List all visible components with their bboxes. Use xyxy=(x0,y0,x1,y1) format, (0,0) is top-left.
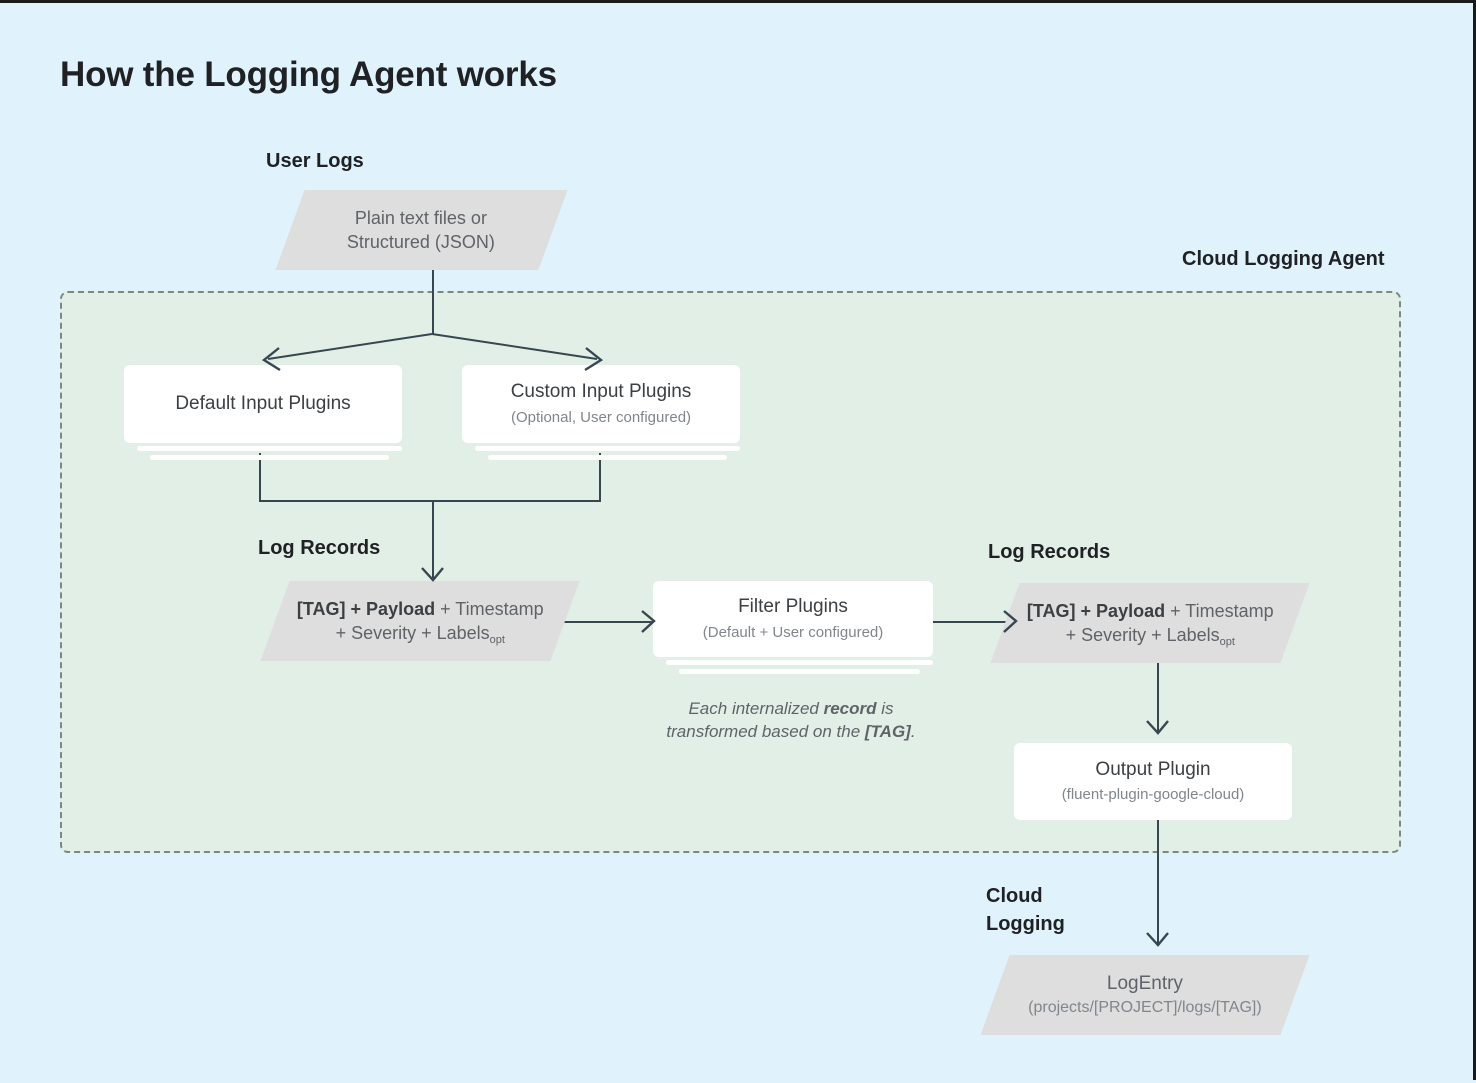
node-log-record-right[interactable]: [TAG] + Payload + Timestamp + Severity +… xyxy=(990,583,1310,663)
cloud-logging-line-2: Logging xyxy=(986,913,1065,935)
label-user-logs: User Logs xyxy=(266,150,364,172)
connector-record-to-output xyxy=(1157,663,1159,733)
caption-l1-bold: record xyxy=(823,699,877,718)
log-record-left-line-2: + Severity + Labelsopt xyxy=(297,621,544,646)
log-record-right-line2-text: + Severity + Labels xyxy=(1065,625,1220,645)
node-filter-plugins[interactable]: Filter Plugins (Default + User configure… xyxy=(653,581,933,657)
caption-l2b: . xyxy=(910,722,916,742)
connector-inputs-join xyxy=(259,500,601,502)
caption-l1b: is xyxy=(876,699,894,718)
log-record-left-bold: [TAG] + Payload xyxy=(296,598,435,619)
log-record-right-sub: opt xyxy=(1219,636,1235,648)
log-record-right-line-2: + Severity + Labelsopt xyxy=(1027,623,1274,648)
node-log-entry[interactable]: LogEntry (projects/[PROJECT]/logs/[TAG]) xyxy=(980,955,1310,1035)
log-entry-title: LogEntry xyxy=(1106,973,1184,995)
node-default-input-plugins[interactable]: Default Input Plugins xyxy=(124,365,402,443)
node-user-logs-source[interactable]: Plain text files or Structured (JSON) xyxy=(275,190,568,270)
log-entry-subtitle: (projects/[PROJECT]/logs/[TAG]) xyxy=(1028,999,1262,1017)
log-record-left-rest: + Timestamp xyxy=(434,598,544,619)
custom-input-title: Custom Input Plugins xyxy=(510,381,692,403)
output-plugin-subtitle: (fluent-plugin-google-cloud) xyxy=(1061,786,1245,804)
node-log-record-left[interactable]: [TAG] + Payload + Timestamp + Severity +… xyxy=(260,581,580,661)
page-title: How the Logging Agent works xyxy=(60,55,557,94)
filter-plugins-subtitle: (Default + User configured) xyxy=(702,623,884,641)
connector-filter-to-record xyxy=(932,621,1015,623)
connector-custom-down xyxy=(599,453,601,501)
log-record-left-line-1: [TAG] + Payload + Timestamp xyxy=(297,597,544,621)
log-record-left-sub: opt xyxy=(489,634,505,646)
filter-plugins-title: Filter Plugins xyxy=(738,596,848,618)
log-record-right-rest: + Timestamp xyxy=(1164,600,1274,621)
log-record-left-line2-text: + Severity + Labels xyxy=(335,623,490,643)
connector-join-to-record xyxy=(432,500,434,578)
label-log-records-right: Log Records xyxy=(988,541,1111,563)
node-output-plugin[interactable]: Output Plugin (fluent-plugin-google-clou… xyxy=(1014,743,1292,820)
label-log-records-left: Log Records xyxy=(258,537,381,559)
cloud-logging-line-1: Cloud xyxy=(986,885,1043,907)
connector-record-to-filter xyxy=(563,621,653,623)
caption-line-1: Each internalized record is xyxy=(630,697,952,720)
log-record-right-line-1: [TAG] + Payload + Timestamp xyxy=(1027,599,1274,623)
connector-output-to-logentry xyxy=(1157,820,1159,945)
caption-l1a: Each internalized xyxy=(688,699,824,718)
stack-custom-input xyxy=(462,443,740,461)
connector-source-down xyxy=(432,270,434,334)
log-record-right-bold: [TAG] + Payload xyxy=(1026,600,1165,621)
caption-l2-bold: [TAG] xyxy=(864,722,911,742)
custom-input-subtitle: (Optional, User configured) xyxy=(510,408,692,426)
stack-filter-plugins xyxy=(653,657,933,675)
user-logs-source-line-1: Plain text files or xyxy=(355,207,488,228)
caption-transform-note: Each internalized record is transformed … xyxy=(630,697,952,744)
label-cloud-logging: Cloud Logging xyxy=(986,882,1065,938)
stack-default-input xyxy=(124,443,402,461)
user-logs-source-line-2: Structured (JSON) xyxy=(347,232,496,252)
output-plugin-title: Output Plugin xyxy=(1095,758,1211,780)
caption-l2a: transformed based on the xyxy=(666,722,865,742)
default-input-title: Default Input Plugins xyxy=(175,392,351,414)
label-cloud-logging-agent: Cloud Logging Agent xyxy=(1182,248,1385,270)
caption-line-2: transformed based on the [TAG]. xyxy=(630,720,952,743)
connector-default-down xyxy=(259,453,261,501)
node-custom-input-plugins[interactable]: Custom Input Plugins (Optional, User con… xyxy=(462,365,740,443)
